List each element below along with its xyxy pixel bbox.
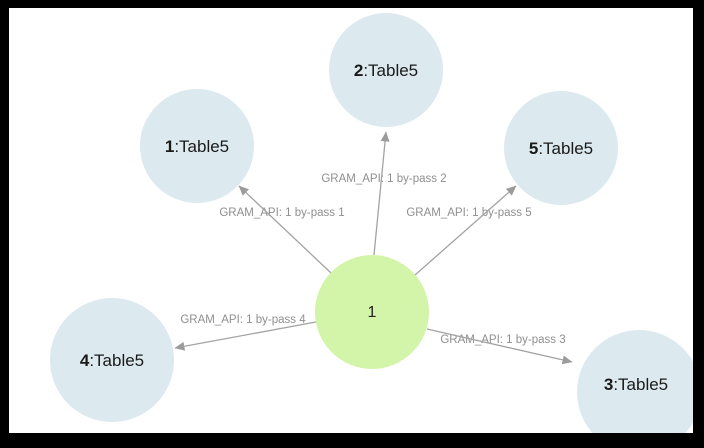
edge-label-bypass-1: GRAM_API: 1 by-pass 1 <box>219 207 344 219</box>
node-2-label: 2:Table5 <box>354 61 418 80</box>
node-3-suffix: :Table5 <box>613 375 668 394</box>
node-4-circle[interactable] <box>50 298 174 422</box>
node-5-id: 5 <box>529 139 538 158</box>
node-1-suffix: :Table5 <box>174 137 229 156</box>
node-1-circle[interactable] <box>140 89 254 203</box>
node-4-id: 4 <box>80 351 90 370</box>
node-2-suffix: :Table5 <box>363 61 418 80</box>
edge-to-node-4 <box>174 321 317 351</box>
center-node-circle[interactable] <box>315 255 429 369</box>
edge-label-bypass-2: GRAM_API: 1 by-pass 2 <box>321 173 446 185</box>
node-5-circle[interactable] <box>504 91 618 205</box>
edge-label-bypass-4: GRAM_API: 1 by-pass 4 <box>180 314 306 326</box>
node-4-label: 4:Table5 <box>80 351 144 370</box>
node-1-label: 1:Table5 <box>165 137 229 156</box>
edge-to-node-5 <box>414 185 517 276</box>
node-5-label: 5:Table5 <box>529 139 593 158</box>
center-node-label: 1 <box>368 304 377 321</box>
frame-bottom <box>0 433 704 448</box>
node-2-id: 2 <box>354 61 363 80</box>
node-3-label: 3:Table5 <box>604 375 668 394</box>
frame-right <box>693 0 704 448</box>
node-5-suffix: :Table5 <box>538 139 593 158</box>
frame-top <box>0 0 704 8</box>
edge-to-node-3 <box>426 328 573 365</box>
node-3-id: 3 <box>604 375 613 394</box>
node-4-suffix: :Table5 <box>89 351 144 370</box>
node-3-circle[interactable] <box>577 330 701 448</box>
edge-to-node-2 <box>373 131 390 256</box>
frame-left <box>0 0 9 448</box>
edge-label-bypass-3: GRAM_API: 1 by-pass 3 <box>440 334 565 346</box>
node-1-id: 1 <box>165 137 174 156</box>
edge-to-node-1 <box>238 185 332 274</box>
edge-label-bypass-5: GRAM_API: 1 by-pass 5 <box>406 207 531 219</box>
node-2-circle[interactable] <box>329 13 443 127</box>
